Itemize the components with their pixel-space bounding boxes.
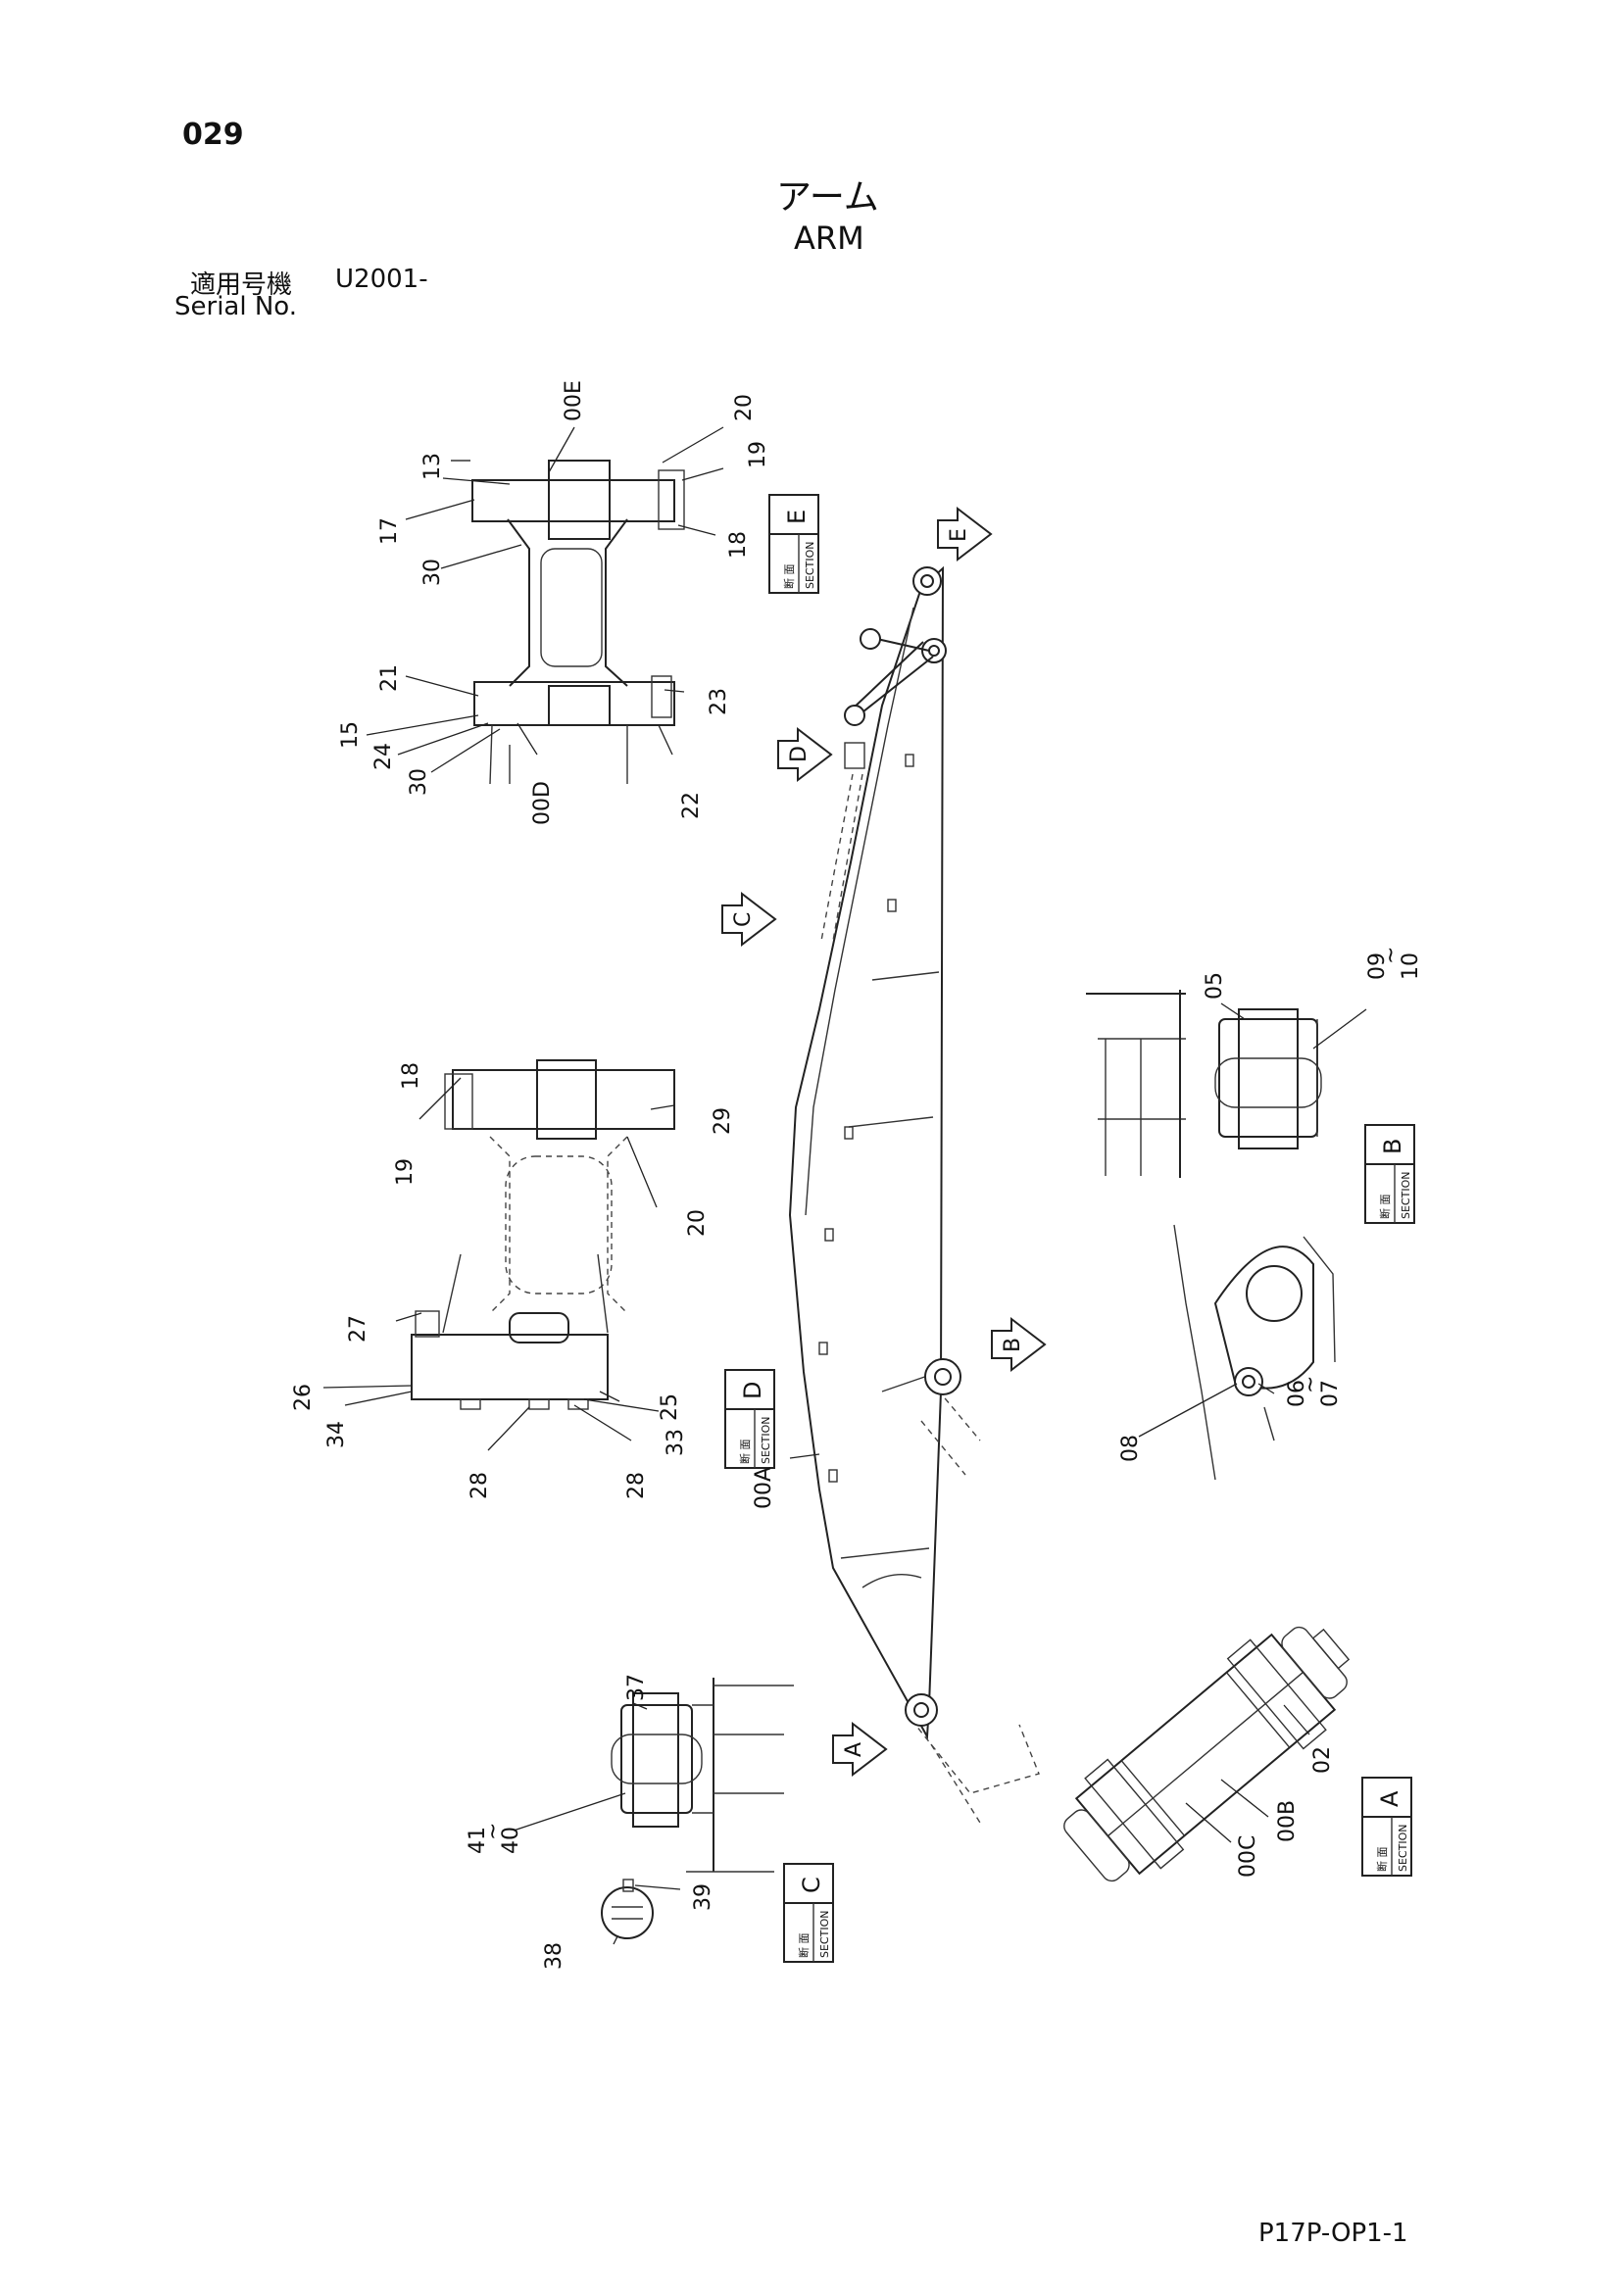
- svg-text:40: 40: [499, 1827, 523, 1854]
- title-english: ARM: [794, 220, 864, 257]
- page-number: 029: [182, 118, 244, 152]
- label-33: 33: [664, 1429, 688, 1456]
- section-box-c-jp: 断 面: [797, 1933, 811, 1959]
- label-24: 24: [371, 743, 396, 770]
- section-d-view: [411, 1059, 675, 1410]
- label-28-b: 28: [624, 1472, 649, 1499]
- leader-lines: [322, 426, 1367, 1945]
- view-marker-c: C: [721, 891, 777, 948]
- section-box-b-en: SECTION: [1400, 1172, 1412, 1219]
- label-41-40: 41 ~ 40: [466, 1823, 523, 1854]
- svg-text:~: ~: [481, 1823, 506, 1840]
- svg-text:B: B: [1001, 1338, 1025, 1352]
- label-27: 27: [346, 1315, 370, 1343]
- view-marker-e: E: [937, 506, 993, 562]
- label-38: 38: [542, 1942, 566, 1970]
- label-25: 25: [658, 1393, 682, 1421]
- section-box-c: 断 面 SECTION C: [783, 1863, 834, 1963]
- label-39: 39: [691, 1883, 715, 1911]
- label-37: 37: [624, 1674, 649, 1701]
- label-21: 21: [377, 664, 402, 692]
- section-box-b-letter: B: [1379, 1139, 1406, 1154]
- section-box-d-en: SECTION: [760, 1417, 772, 1464]
- label-26: 26: [291, 1384, 316, 1411]
- section-box-e: 断 面 SECTION E: [768, 494, 819, 594]
- section-box-a-letter: A: [1376, 1790, 1403, 1807]
- svg-text:10: 10: [1399, 953, 1423, 980]
- label-23: 23: [707, 688, 731, 715]
- label-15: 15: [338, 721, 363, 749]
- drawing-code: P17P-OP1-1: [1258, 2219, 1408, 2248]
- section-box-b-jp: 断 面: [1378, 1195, 1392, 1220]
- label-18-e: 18: [726, 531, 751, 559]
- svg-text:A: A: [842, 1742, 866, 1757]
- section-a-view: [1063, 1626, 1351, 1882]
- serial-label-english: Serial No.: [174, 292, 297, 321]
- svg-text:E: E: [947, 528, 971, 542]
- label-19-e: 19: [746, 441, 770, 468]
- arm-cylinder-link: [820, 628, 934, 942]
- section-box-c-en: SECTION: [818, 1911, 831, 1958]
- label-13: 13: [420, 453, 445, 480]
- section-box-a-en: SECTION: [1397, 1825, 1409, 1872]
- pin-plate-detail: [1173, 1224, 1336, 1481]
- label-00C: 00C: [1236, 1835, 1260, 1878]
- svg-text:~: ~: [1379, 947, 1403, 964]
- label-09-10: 09 ~ 10: [1365, 947, 1423, 980]
- label-20-d: 20: [685, 1209, 710, 1237]
- label-17: 17: [377, 517, 402, 545]
- section-box-d-jp: 断 面: [738, 1440, 752, 1465]
- label-05: 05: [1203, 972, 1227, 1000]
- section-e-view: [451, 460, 685, 785]
- section-box-e-jp: 断 面: [782, 564, 796, 590]
- label-29: 29: [711, 1107, 735, 1135]
- serial-number-value: U2001-: [335, 265, 428, 294]
- section-box-d: 断 面 SECTION D: [724, 1369, 775, 1469]
- label-28-a: 28: [468, 1472, 492, 1499]
- label-34: 34: [324, 1421, 349, 1448]
- label-22: 22: [679, 792, 704, 819]
- view-marker-d: D: [777, 726, 833, 783]
- title-japanese: アーム: [776, 177, 879, 218]
- section-box-a: 断 面 SECTION A: [1361, 1777, 1412, 1877]
- part-labels: 00E 20 19 18 13 17 30 21 15 24 30 00D 22…: [291, 380, 1423, 1970]
- section-box-e-en: SECTION: [804, 542, 816, 589]
- label-00A: 00A: [752, 1467, 776, 1509]
- svg-text:41: 41: [466, 1827, 490, 1854]
- label-00E: 00E: [562, 380, 586, 421]
- svg-text:D: D: [787, 746, 812, 762]
- section-b-view: [1086, 990, 1322, 1178]
- label-30-d: 30: [407, 768, 431, 796]
- label-08: 08: [1118, 1435, 1143, 1462]
- section-box-c-letter: C: [798, 1877, 825, 1893]
- section-c-view: [601, 1678, 794, 1939]
- view-marker-b: B: [991, 1316, 1047, 1373]
- section-box-a-jp: 断 面: [1375, 1847, 1389, 1873]
- label-18-d: 18: [399, 1062, 423, 1090]
- svg-text:~: ~: [1299, 1376, 1323, 1393]
- label-02: 02: [1310, 1746, 1335, 1774]
- label-20-e: 20: [732, 394, 757, 421]
- serial-label-japanese: 適用号機: [190, 270, 293, 300]
- label-00D: 00D: [530, 781, 555, 825]
- section-box-b: 断 面 SECTION B: [1364, 1124, 1415, 1224]
- label-30-e: 30: [420, 559, 445, 586]
- label-00B: 00B: [1275, 1800, 1300, 1842]
- section-box-d-letter: D: [739, 1382, 766, 1399]
- arm-body: [788, 565, 1040, 1824]
- section-box-e-letter: E: [783, 510, 811, 524]
- svg-text:07: 07: [1318, 1380, 1343, 1407]
- svg-text:C: C: [731, 912, 756, 927]
- view-marker-a: A: [832, 1721, 888, 1778]
- label-06-07: 06 ~ 07: [1285, 1376, 1343, 1407]
- label-19-d: 19: [393, 1158, 418, 1186]
- svg-text:06: 06: [1285, 1380, 1309, 1407]
- svg-text:09: 09: [1365, 953, 1390, 980]
